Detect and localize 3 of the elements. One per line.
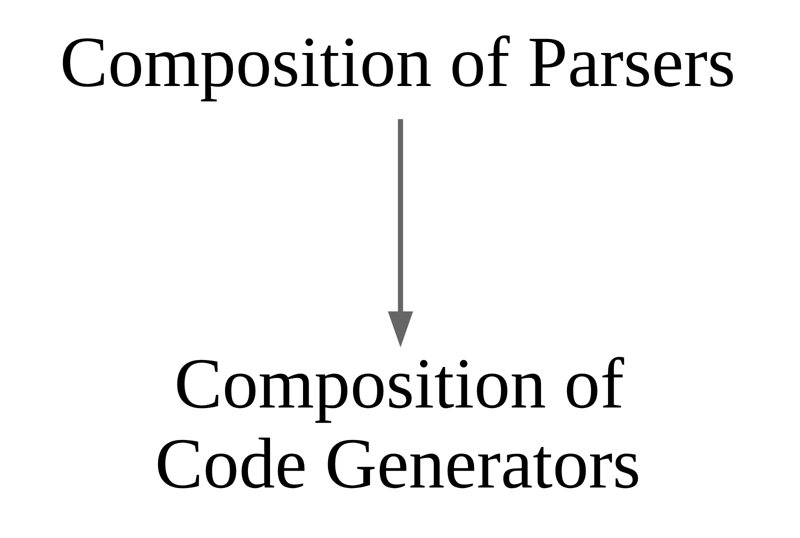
node-text: Composition of Code Generators [154, 344, 640, 504]
arrow [387, 119, 413, 348]
node-text: Composition of Parsers [59, 22, 736, 102]
